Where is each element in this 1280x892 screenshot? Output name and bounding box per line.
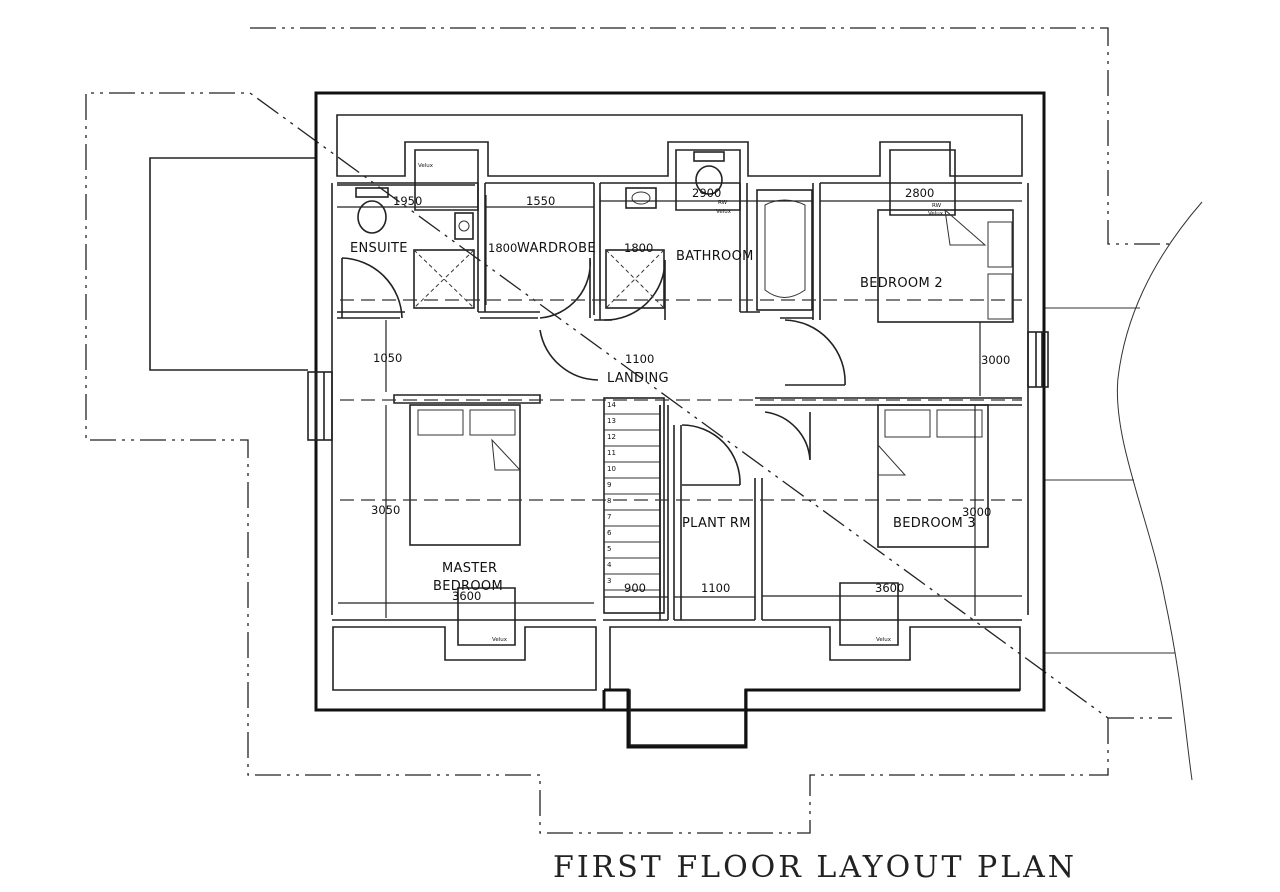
- dim-ensuite-width: 1950: [393, 194, 422, 208]
- dim-bedroom3-width: 3600: [875, 581, 904, 595]
- room-label-master-1: MASTER: [442, 561, 497, 576]
- room-label-landing: LANDING: [607, 371, 669, 386]
- dimension-labels: 1950 1550 2900 2800 1800 1800 1100 1050 …: [371, 186, 1010, 603]
- external-wall-inner: [331, 183, 1029, 615]
- dim-master-width: 3600: [452, 589, 481, 603]
- drawing-title: FIRST FLOOR LAYOUT PLAN: [553, 850, 1077, 885]
- roof-overhang-outline: [85, 27, 1172, 834]
- dim-master-upper: 1050: [373, 351, 402, 365]
- dim-bedroom2-height: 3000: [981, 353, 1010, 367]
- dim-bedroom2-width: 2800: [905, 186, 934, 200]
- room-labels: ENSUITE WARDROBE BATHROOM BEDROOM 2 LAND…: [350, 241, 976, 594]
- dim-bathroom-width: 2900: [692, 186, 721, 200]
- stair-number: 14: [607, 401, 616, 409]
- stair-number: 9: [607, 481, 611, 489]
- room-label-plant: PLANT RM: [682, 516, 751, 531]
- driveway-curve: [1116, 201, 1203, 781]
- dim-bedroom3-height: 3000: [962, 505, 991, 519]
- window-bay: [457, 582, 899, 646]
- room-label-wardrobe: WARDROBE: [517, 241, 596, 256]
- driveway-tick: [1044, 307, 1175, 654]
- rw-label: RW: [718, 200, 728, 206]
- dim-stair-width: 900: [624, 581, 646, 595]
- stair-number: 13: [607, 417, 616, 425]
- rear-projection: [602, 688, 1020, 749]
- velux-label: Velux: [716, 209, 732, 215]
- basin: [454, 187, 657, 240]
- velux-label: Velux: [418, 163, 434, 169]
- staircase: 14 13 12 11 10 9 8 7 6 5 4 3: [603, 397, 665, 614]
- eaves-bottom-right: [609, 626, 1021, 746]
- dim-plant-width: 1100: [701, 581, 730, 595]
- rooflight-labels: Velux RW Velux RW Velux Velux Velux: [418, 163, 944, 643]
- velux-label: Velux: [876, 637, 892, 643]
- dim-landing-width: 1100: [625, 352, 654, 366]
- dimension-lines: [337, 195, 1022, 618]
- eaves-bottom-left: [332, 626, 597, 691]
- room-label-bedroom-3: BEDROOM 3: [893, 516, 976, 531]
- stair-number: 10: [607, 465, 616, 473]
- room-label-ensuite: ENSUITE: [350, 241, 408, 256]
- stair-number: 5: [607, 545, 611, 553]
- rw-label: RW: [932, 203, 942, 209]
- bathtub: [756, 189, 813, 311]
- toilet: [355, 151, 725, 234]
- dim-ensuite-height: 1800: [488, 241, 517, 255]
- dim-bathroom-height: 1800: [624, 241, 653, 255]
- dim-wardrobe-width: 1550: [526, 194, 555, 208]
- velux-label: Velux: [928, 211, 944, 217]
- bed: [409, 208, 1014, 548]
- hidden-line: [340, 299, 1022, 501]
- side-window: [307, 331, 1049, 441]
- flat-roof-outline: [149, 157, 316, 371]
- stair-number: 3: [607, 577, 611, 585]
- partition-walls: [332, 182, 1022, 621]
- stair-number: 11: [607, 449, 616, 457]
- room-label-bedroom-2: BEDROOM 2: [860, 276, 943, 291]
- dim-master-height: 3050: [371, 503, 400, 517]
- eaves-top: [336, 114, 1023, 177]
- shower-tray: [413, 249, 665, 309]
- stair-number: 12: [607, 433, 616, 441]
- door-swings: [341, 257, 846, 486]
- room-label-bathroom: BATHROOM: [676, 249, 754, 264]
- stair-number: 6: [607, 529, 612, 537]
- room-label-master-2: BEDROOM: [433, 579, 503, 594]
- velux-label: Velux: [492, 637, 508, 643]
- stair-number: 8: [607, 497, 611, 505]
- stair-number: 4: [607, 561, 612, 569]
- stair-number: 7: [607, 513, 611, 521]
